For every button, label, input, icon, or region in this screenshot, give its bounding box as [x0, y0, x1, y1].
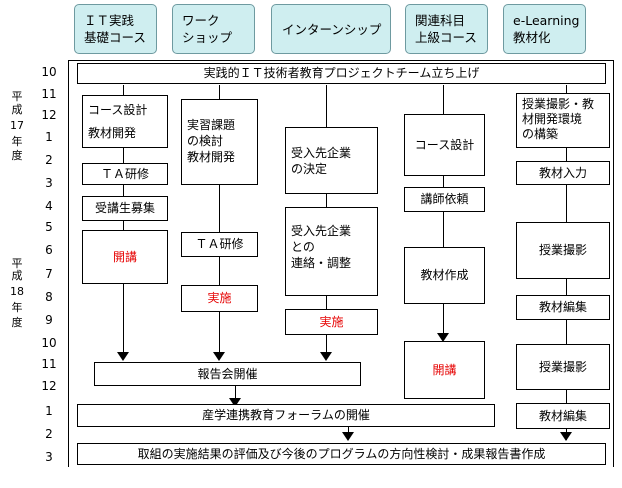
box-implementation-2: 実施 — [285, 309, 378, 335]
frame-top-line — [68, 60, 614, 61]
box-lecturer-request: 講師依頼 — [404, 187, 485, 212]
month-marker: 6 — [45, 243, 53, 257]
arrowhead-icon — [437, 333, 449, 342]
box-elearning-environment: 授業撮影・教 材開発環境 の構築 — [516, 93, 610, 148]
month-marker: 10 — [41, 65, 57, 79]
box-lecture-filming-1: 授業撮影 — [516, 222, 610, 279]
box-host-company-decision: 受入先企業 の決定 — [285, 127, 378, 194]
month-marker: 2 — [45, 427, 53, 441]
box-course-opening-1: 開講 — [82, 230, 168, 284]
arrowhead-icon — [320, 352, 332, 361]
header-e-learning: e-Learning 教材化 — [503, 4, 586, 54]
arrowhead-icon — [117, 352, 129, 361]
box-lecture-filming-2: 授業撮影 — [516, 344, 610, 390]
month-marker: 2 — [45, 153, 53, 167]
month-marker: 11 — [41, 87, 57, 101]
box-material-editing-1: 教材編集 — [516, 295, 610, 320]
month-marker: 4 — [45, 199, 53, 213]
box-course-opening-2: 開講 — [404, 341, 485, 399]
month-marker: 7 — [45, 267, 53, 281]
box-implementation-1: 実施 — [181, 285, 258, 312]
box-host-company-coordination: 受入先企業 との 連絡・調整 — [285, 207, 378, 296]
box-report-meeting: 報告会開催 — [94, 362, 361, 386]
arrowhead-icon — [213, 352, 225, 361]
box-practice-task-study: 実習課題 の検討 教材開発 — [181, 99, 258, 185]
month-marker: 3 — [45, 450, 53, 464]
arrowhead-icon — [560, 432, 572, 441]
frame-right-line — [613, 60, 614, 467]
frame-left-line — [68, 60, 69, 467]
month-marker: 10 — [41, 336, 57, 350]
header-it-basic-course: ＩＴ実践 基礎コース — [74, 4, 157, 54]
arrowhead-icon — [342, 432, 354, 441]
month-marker: 12 — [41, 379, 57, 393]
box-industry-forum: 産学連携教育フォーラムの開催 — [77, 404, 495, 427]
box-ta-training-1: ＴＡ研修 — [82, 163, 168, 185]
month-marker: 9 — [45, 313, 53, 327]
month-marker: 1 — [45, 404, 53, 418]
box-material-creation: 教材作成 — [404, 247, 485, 304]
header-workshop: ワーク ショップ — [172, 4, 255, 54]
box-ta-training-2: ＴＡ研修 — [181, 232, 258, 257]
arrowhead-icon — [229, 398, 241, 407]
month-marker: 11 — [41, 357, 57, 371]
box-project-team-launch: 実践的ＩＴ技術者教育プロジェクトチーム立ち上げ — [77, 63, 606, 84]
month-marker: 1 — [45, 130, 53, 144]
header-internship: インターンシップ — [271, 4, 391, 54]
box-final-evaluation-report: 取組の実施結果の評価及び今後のプログラムの方向性検討・成果報告書作成 — [77, 443, 606, 465]
connector-line — [235, 386, 236, 403]
box-material-input: 教材入力 — [516, 161, 610, 185]
box-course-design-material-dev: コース設計 教材開発 — [82, 95, 168, 148]
box-student-recruitment: 受講生募集 — [82, 196, 168, 221]
month-marker: 3 — [45, 176, 53, 190]
connector-line — [348, 427, 349, 435]
header-advanced-course: 関連科目 上級コース — [405, 4, 488, 54]
box-course-design-advanced: コース設計 — [404, 114, 485, 176]
box-material-editing-2: 教材編集 — [516, 403, 610, 429]
month-marker: 5 — [45, 220, 53, 234]
month-marker: 12 — [41, 108, 57, 122]
connector-line — [219, 85, 220, 355]
month-marker: 8 — [45, 290, 53, 304]
